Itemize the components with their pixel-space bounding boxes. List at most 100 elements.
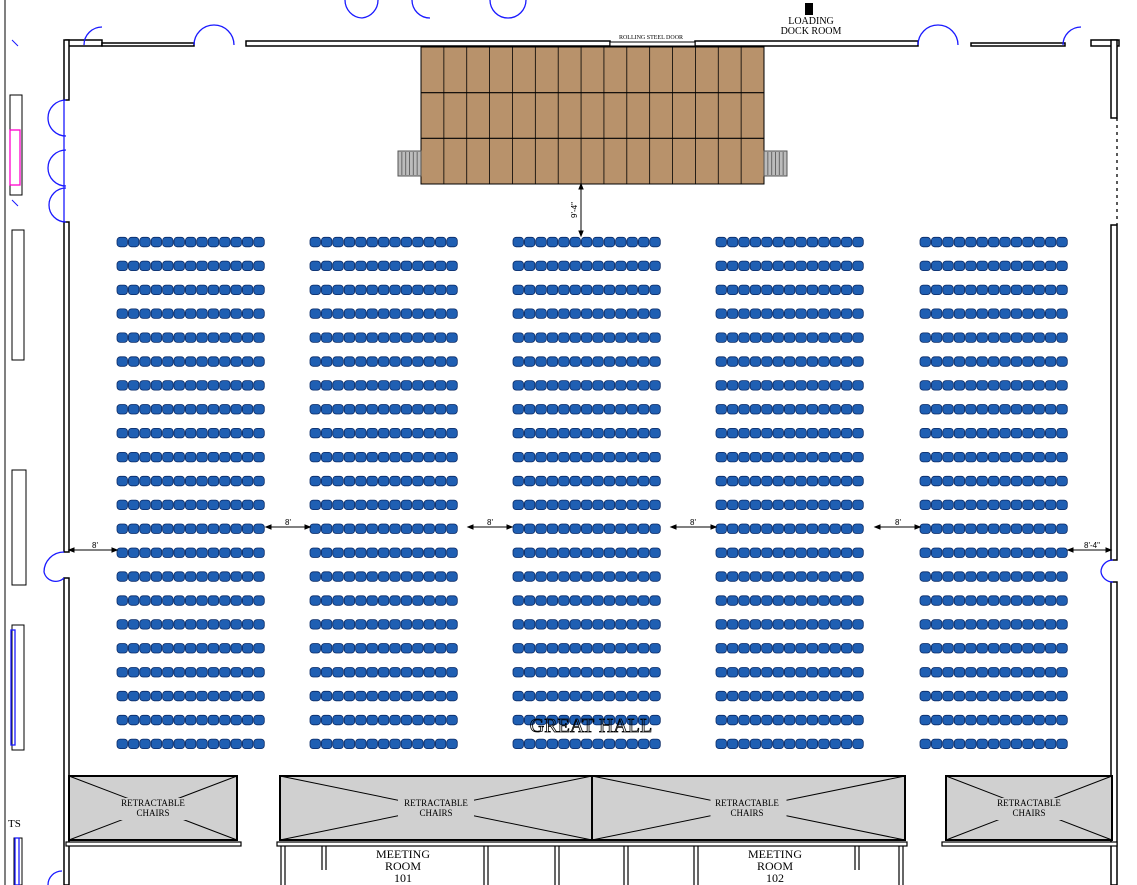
seat (761, 260, 773, 272)
seat (512, 308, 524, 319)
seat (309, 451, 321, 463)
seat (1045, 284, 1057, 296)
seat (761, 356, 773, 367)
seat (738, 356, 750, 367)
seat (749, 499, 762, 511)
seat (1056, 690, 1068, 702)
left-wall (63, 39, 70, 885)
seat (615, 260, 627, 272)
seat (173, 404, 185, 415)
seat (434, 380, 447, 391)
seat (806, 404, 819, 415)
seat (207, 451, 220, 463)
seat (412, 380, 424, 391)
seat (988, 236, 1000, 248)
seat (1022, 643, 1034, 654)
seat (784, 499, 796, 511)
seat (389, 690, 401, 702)
seat (931, 356, 943, 367)
seat (1010, 714, 1023, 726)
seat (423, 451, 435, 463)
seat (423, 308, 435, 319)
seat (162, 523, 174, 534)
seat (795, 356, 807, 367)
seat (942, 475, 954, 487)
seat (818, 332, 830, 343)
seating-section-2 (309, 236, 458, 749)
seat (638, 475, 650, 487)
seat-row (116, 451, 265, 463)
seat (965, 667, 977, 678)
seat (829, 284, 841, 296)
seat (1033, 571, 1045, 582)
seat (512, 380, 524, 391)
seat (649, 284, 661, 296)
seat (343, 571, 356, 582)
seat (1010, 284, 1023, 296)
seat (727, 475, 739, 487)
seat (512, 714, 524, 726)
seat (377, 236, 390, 248)
seat (377, 499, 390, 511)
seat (162, 714, 174, 726)
seat (852, 332, 864, 343)
seat (603, 595, 616, 606)
seat-row (715, 332, 864, 343)
seat (1056, 547, 1068, 558)
seat (603, 284, 616, 296)
seat (603, 643, 616, 654)
seat-row (309, 619, 458, 630)
seat (569, 404, 581, 415)
seat (649, 643, 661, 654)
seat (332, 547, 344, 558)
seat (1033, 356, 1045, 367)
seat (434, 404, 447, 415)
seat (761, 714, 773, 726)
seat (795, 260, 807, 272)
seat (1056, 643, 1068, 654)
seat-row (919, 308, 1068, 319)
retractable-box-4 (945, 775, 1113, 841)
seat (715, 236, 727, 248)
seat (524, 404, 536, 415)
seat (649, 356, 661, 367)
seat (965, 451, 977, 463)
seat-row (309, 714, 458, 726)
seat (761, 475, 773, 487)
seat (1056, 236, 1068, 248)
seat-row (919, 236, 1068, 248)
seat (569, 619, 581, 630)
seat (931, 260, 943, 272)
seat (535, 523, 547, 534)
seat (241, 595, 254, 606)
seat (976, 356, 988, 367)
seat (761, 380, 773, 391)
seat (1045, 547, 1057, 558)
seat (139, 260, 151, 272)
seat (196, 547, 208, 558)
seat (727, 619, 739, 630)
seat (772, 523, 784, 534)
seat (965, 547, 977, 558)
seat (592, 690, 604, 702)
seat-row (512, 619, 661, 630)
seat (320, 451, 333, 463)
seat (1022, 380, 1034, 391)
seat (150, 308, 163, 319)
seat (127, 547, 140, 558)
seat (999, 451, 1011, 463)
seat (230, 499, 242, 511)
seat (727, 523, 739, 534)
seat (558, 643, 570, 654)
seat (127, 643, 140, 654)
seat (953, 643, 966, 654)
seat-row (116, 595, 265, 606)
seat-row (512, 738, 661, 749)
seat (976, 571, 988, 582)
seat-row (512, 714, 661, 726)
seat (253, 595, 265, 606)
seat (139, 284, 151, 296)
seat (841, 619, 853, 630)
seat (715, 547, 727, 558)
seat (389, 236, 401, 248)
